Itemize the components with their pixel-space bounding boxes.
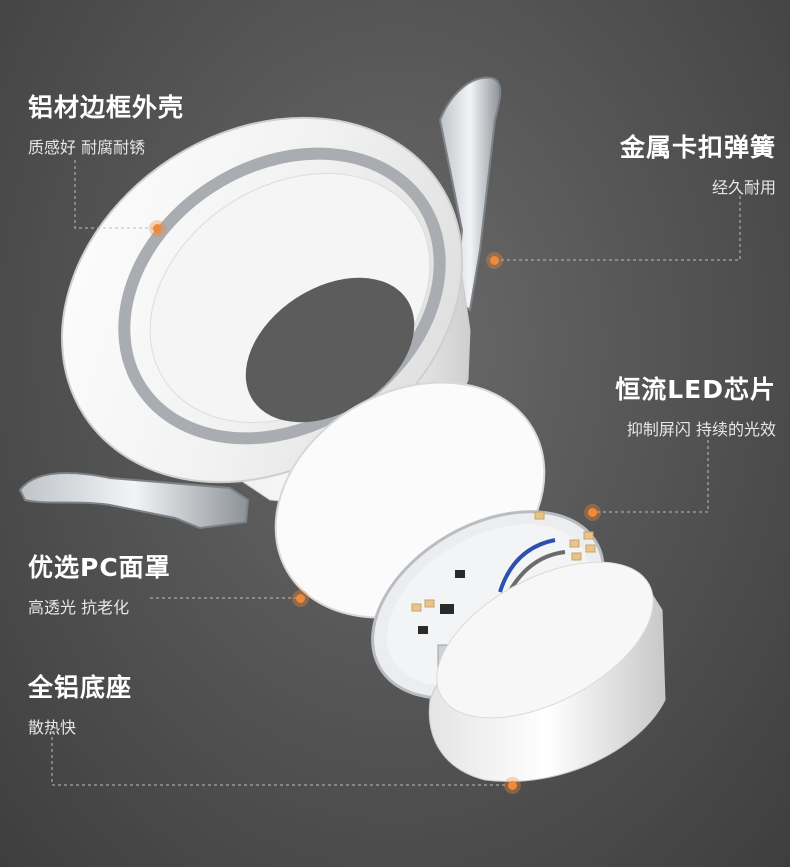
left-spring-clip [18, 472, 250, 530]
callout-base-subtitle: 散热快 [28, 718, 77, 737]
aluminum-frame-ring [61, 116, 463, 484]
callout-spring-subtitle: 经久耐用 [711, 178, 776, 197]
callout-dot-pc [296, 594, 305, 603]
aluminum-base [428, 561, 666, 782]
callout-led: 恒流LED芯片 抑制屏闪 持续的光效 [615, 370, 776, 440]
callout-base-title: 全铝底座 [28, 673, 133, 702]
callout-dot-base [508, 781, 517, 790]
callout-dot-frame [153, 224, 162, 233]
callout-dot-led [588, 508, 597, 517]
callout-frame: 铝材边框外壳 质感好 耐腐耐锈 [28, 88, 184, 158]
callout-pc-title: 优选PC面罩 [28, 553, 171, 582]
callout-dot-spring [490, 256, 499, 265]
callout-pc: 优选PC面罩 高透光 抗老化 [28, 548, 171, 618]
leader-lines [51, 160, 741, 786]
callout-pc-subtitle: 高透光 抗老化 [28, 598, 130, 617]
callout-led-subtitle: 抑制屏闪 持续的光效 [626, 420, 776, 439]
callout-frame-subtitle: 质感好 耐腐耐锈 [28, 138, 146, 157]
callout-spring: 金属卡扣弹簧 经久耐用 [620, 128, 776, 198]
callout-led-title: 恒流LED芯片 [615, 375, 776, 404]
callout-spring-title: 金属卡扣弹簧 [619, 133, 776, 162]
callout-frame-title: 铝材边框外壳 [28, 93, 185, 122]
callout-base: 全铝底座 散热快 [28, 668, 132, 738]
top-spring-clip [438, 76, 502, 312]
